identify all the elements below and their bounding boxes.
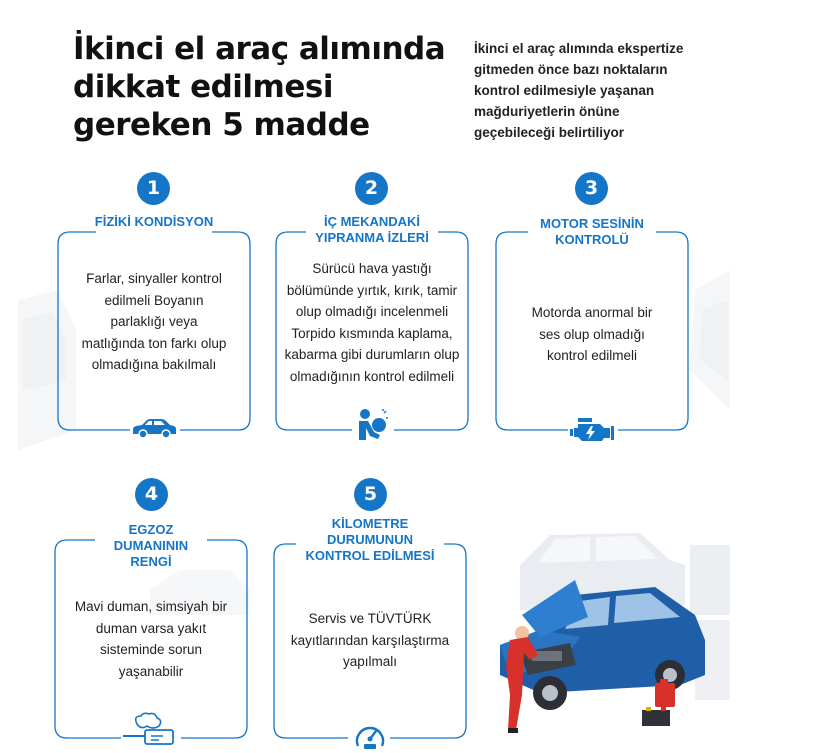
item-body: Motorda anormal bir ses olup olmadığı ko… [531,305,653,363]
item-number: 2 [355,172,388,205]
item-heading: EGZOZ DUMANININ RENGİ [113,522,189,569]
item-card-5: 5 KİLOMETRE DURUMUNUN KONTROL EDİLMESİ S… [272,478,468,749]
car-icon [133,419,176,439]
item-card-1: 1 FİZİKİ KONDİSYON Farlar, sinyaller kon… [56,172,252,439]
item-heading: İÇ MEKANDAKİ YIPRANMA İZLERİ [315,214,429,245]
item-body: Servis ve TÜVTÜRK kayıtlarından karşılaş… [290,611,450,669]
card-frame [57,231,251,431]
page-subtitle: İkinci el araç alımında ekspertize gitme… [474,41,684,140]
item-card-4: 4 EGZOZ DUMANININ RENGİ Mavi duman, sims… [53,478,249,748]
item-card-2: 2 İÇ MEKANDAKİ YIPRANMA İZLERİ Sürücü ha… [274,172,470,442]
engine-icon [570,418,614,441]
item-number: 3 [575,172,608,205]
background-car-right [690,270,730,410]
card-frame [495,231,689,431]
item-number: 5 [354,478,387,511]
item-heading: MOTOR SESİNİN KONTROLÜ [540,216,644,247]
card-frame [54,539,248,739]
item-body: Farlar, sinyaller kontrol edilmeli Boyan… [81,271,227,372]
card-frame [273,543,467,739]
mechanic-car-illustration [500,533,730,733]
item-body: Sürücü hava yastığı bölümünde yırtık, kı… [284,261,460,384]
item-card-3: 3 MOTOR SESİNİN KONTROLÜ Motorda anormal… [494,172,690,442]
item-heading: KİLOMETRE DURUMUNUN KONTROL EDİLMESİ [305,516,435,563]
item-body: Mavi duman, simsiyah bir duman varsa yak… [74,599,228,679]
card-frame [275,231,469,431]
background-car-left [18,290,76,450]
exhaust-icon [123,712,174,745]
speedometer-icon [355,726,385,749]
item-heading: FİZİKİ KONDİSYON [94,214,214,229]
airbag-icon [359,409,388,440]
page-title: İkinci el araç alımında dikkat edilmesi … [73,31,446,143]
background-car-lower [150,570,250,615]
item-number: 1 [137,172,170,205]
item-number: 4 [135,478,168,511]
